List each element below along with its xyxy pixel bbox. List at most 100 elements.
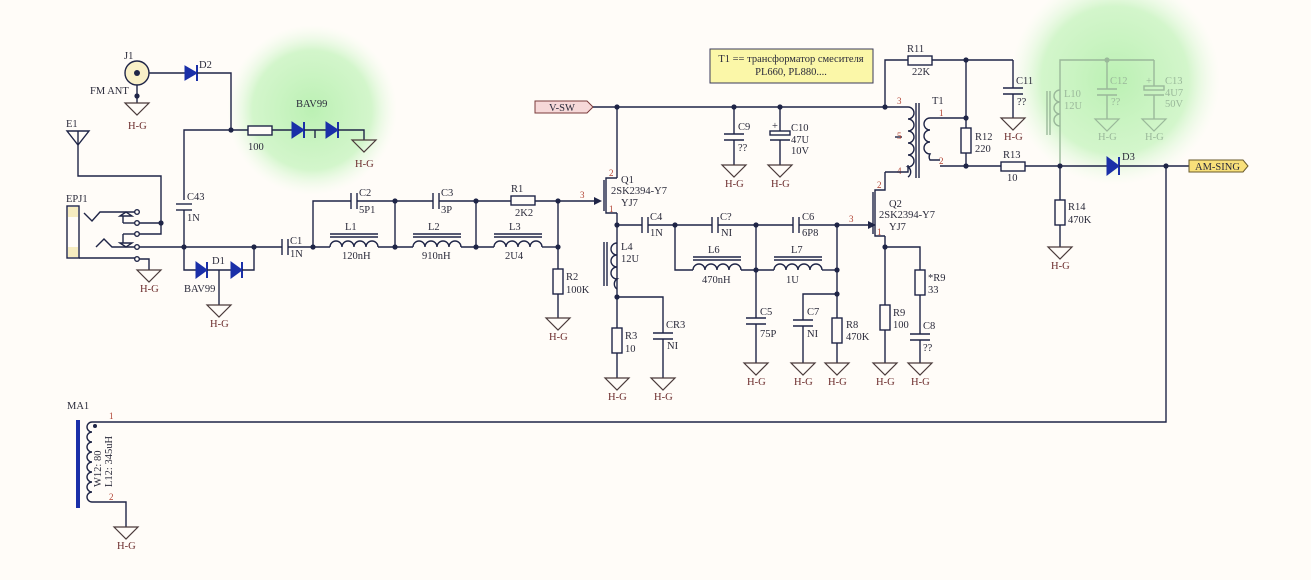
- transistor-q1: 2 1 Q1 2SK2394-Y7 YJ7: [603, 107, 667, 214]
- port-v-sw: V-SW: [534, 100, 594, 114]
- r11-ref: R11: [907, 44, 924, 55]
- q2-mark: YJ7: [889, 222, 906, 233]
- t1-ref: T1: [932, 96, 944, 107]
- c7-ref: C7: [807, 307, 819, 318]
- r3-ref: R3: [625, 331, 637, 342]
- c1-ref: C1: [290, 236, 302, 247]
- faded-components: L10 12U C12 ?? H-G + C13 4U7 50V H-G: [1046, 57, 1184, 166]
- resistor-r1: R1 2K2: [510, 184, 536, 219]
- c-unknown-value: NI: [721, 228, 733, 239]
- q1-part: 2SK2394-Y7: [611, 186, 667, 197]
- c4-value: 1N: [650, 228, 663, 239]
- j1-value: FM ANT: [90, 86, 129, 97]
- ground-label: H-G: [1051, 261, 1070, 272]
- r14-ref: R14: [1068, 202, 1086, 213]
- l4-value: 12U: [621, 254, 640, 265]
- ground-label: H-G: [725, 179, 744, 190]
- ground-label: H-G: [608, 392, 627, 403]
- resistor-r11: R11 22K: [907, 44, 933, 78]
- d1-value: BAV99: [184, 284, 215, 295]
- pin-number: 3: [897, 96, 902, 106]
- ground-label: H-G: [117, 541, 136, 552]
- pin-number: 1: [877, 227, 882, 237]
- ground-label: H-G: [128, 121, 147, 132]
- e1-ref: E1: [66, 119, 78, 130]
- highlight-area-left: [227, 25, 397, 195]
- capacitor-c43: C43 1N: [176, 192, 205, 224]
- connector-j1: J1 FM ANT H-G: [90, 51, 150, 132]
- l7-value: 1U: [786, 275, 799, 286]
- diode-d1: D1 BAV99: [183, 247, 255, 305]
- c11-ref: C11: [1016, 76, 1033, 87]
- ground-label: H-G: [794, 377, 813, 388]
- pin-number: 2: [609, 168, 614, 178]
- c43-value: 1N: [187, 213, 200, 224]
- am-sing-label: AM-SING: [1195, 162, 1240, 173]
- pin-number: 1: [109, 411, 114, 421]
- r1-value: 2K2: [515, 208, 533, 219]
- ground-label: H-G: [1004, 132, 1023, 143]
- r9-star-value: 33: [928, 285, 939, 296]
- resistor-r9-star: *R9 33: [914, 269, 946, 296]
- r8-value: 470K: [846, 332, 870, 343]
- d2-ref: D2: [199, 60, 212, 71]
- cr3-value: NI: [667, 341, 679, 352]
- c11-value: ??: [1017, 97, 1027, 108]
- c6-ref: C6: [802, 212, 814, 223]
- l7-ref: L7: [791, 245, 803, 256]
- cr3-ref: CR3: [666, 320, 685, 331]
- capacitor-c9: C9 ??: [724, 107, 750, 165]
- q2-part: 2SK2394-Y7: [879, 210, 935, 221]
- r13-ref: R13: [1003, 150, 1021, 161]
- l2-ref: L2: [428, 222, 440, 233]
- ground-label: H-G: [876, 377, 895, 388]
- pin-number: 5: [897, 131, 902, 141]
- capacitor-c8: C8 ??: [910, 321, 935, 363]
- r13-value: 10: [1007, 173, 1018, 184]
- inductor-l1: L1 120nH: [329, 222, 379, 262]
- r2-value: 100K: [566, 285, 590, 296]
- note-line-1: T1 == трансформатор смесителя: [718, 54, 863, 65]
- l3-ref: L3: [509, 222, 521, 233]
- d3-ref: D3: [1122, 152, 1135, 163]
- note-line-2: PL660, PL880....: [755, 67, 827, 78]
- polarity-plus: +: [1146, 76, 1152, 87]
- diode-d2: D2: [184, 60, 212, 81]
- c2-ref: C2: [359, 188, 371, 199]
- inductor-l7: L7 1U: [773, 245, 823, 286]
- resistor-r13: R13 10: [1000, 150, 1026, 184]
- ground-label: H-G: [828, 377, 847, 388]
- resistor-r14: R14 470K: [1054, 199, 1092, 226]
- r8-ref: R8: [846, 320, 858, 331]
- c10-voltage: 10V: [791, 146, 810, 157]
- c10-ref: C10: [791, 123, 809, 134]
- pin-number: 2: [939, 156, 944, 166]
- ground-label: H-G: [355, 159, 374, 170]
- r3-value: 10: [625, 344, 636, 355]
- c7-value: NI: [807, 329, 819, 340]
- c13-ref: C13: [1165, 76, 1183, 87]
- r12-ref: R12: [975, 132, 993, 143]
- c43-ref: C43: [187, 192, 205, 203]
- c13-voltage: 50V: [1165, 99, 1184, 110]
- c5-ref: C5: [760, 307, 772, 318]
- capacitor-c7: C7 NI: [793, 307, 819, 363]
- l10-value: 12U: [1064, 101, 1083, 112]
- c13-value: 4U7: [1165, 88, 1183, 99]
- q1-ref: Q1: [621, 175, 634, 186]
- antenna-e1: E1: [65, 119, 91, 147]
- pin-number: 3: [580, 190, 585, 200]
- r2-ref: R2: [566, 272, 578, 283]
- inductor-l6: L6 470nH: [692, 245, 742, 286]
- ferrite-antenna-ma1: MA1 1 2 W12: 80 L12: 345uH: [67, 401, 127, 527]
- c4-ref: C4: [650, 212, 663, 223]
- inductor-l2: L2 910nH: [412, 222, 462, 262]
- c6-value: 6P8: [802, 228, 818, 239]
- resistor-r3: R3 10: [611, 327, 637, 355]
- inductor-l4: L4 12U: [603, 242, 640, 290]
- capacitor-c3: C3 3P: [432, 188, 453, 216]
- r1-ref: R1: [511, 184, 523, 195]
- epj1-ref: EPJ1: [66, 194, 88, 205]
- v-sw-label: V-SW: [549, 103, 575, 114]
- c3-value: 3P: [441, 205, 452, 216]
